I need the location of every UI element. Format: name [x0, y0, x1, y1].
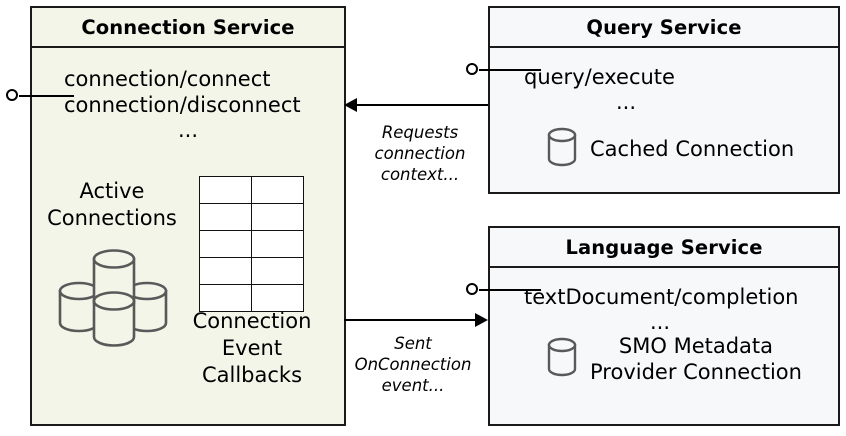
query-service-methods-ellipsis: ...: [616, 90, 637, 114]
table-cell: [251, 203, 304, 231]
sent-onconnection-event-label: Sent OnConnection event...: [340, 333, 486, 396]
sent-label-line1: Sent: [394, 334, 432, 353]
query-service-component[interactable]: Query Service query/execute ...: [488, 6, 840, 194]
requests-label-line3: context...: [380, 165, 460, 184]
requests-label-line2: connection: [374, 144, 466, 163]
method-connection-connect: connection/connect: [64, 67, 271, 91]
smo-metadata-caption-line2: Provider Connection: [590, 360, 802, 384]
sent-label-line2: OnConnection: [354, 355, 472, 374]
query-service-body: query/execute ...: [490, 46, 838, 192]
connection-service-method-list: connection/connect connection/disconnect…: [32, 46, 344, 142]
sent-onconnection-event-arrow-line: [344, 319, 476, 321]
table-cell: [251, 230, 304, 258]
table-row: [199, 203, 304, 231]
table-row: [199, 284, 304, 312]
smo-metadata-caption: SMO Metadata Provider Connection: [590, 333, 802, 385]
active-connections-label: Active Connections: [36, 178, 188, 232]
language-service-methods-ellipsis: ...: [650, 310, 671, 334]
requests-connection-context-label: Requests connection context...: [352, 122, 488, 185]
callbacks-label-line2: Event: [221, 336, 283, 360]
language-service-provided-interface-lollipop-icon[interactable]: [466, 283, 546, 297]
query-service-title: Query Service: [490, 8, 838, 48]
lollipop-stem: [479, 69, 541, 71]
table-cell: [199, 176, 252, 204]
table-cell: [199, 284, 252, 312]
cached-connection-caption: Cached Connection: [590, 137, 795, 161]
method-connection-disconnect: connection/disconnect: [64, 93, 301, 117]
lollipop-stem: [19, 95, 74, 97]
method-query-execute: query/execute: [524, 65, 675, 89]
query-service-provided-interface-lollipop-icon[interactable]: [466, 63, 546, 77]
query-service-method-list: query/execute ...: [490, 46, 838, 114]
requests-connection-context-arrow-head-icon: [344, 98, 357, 112]
connection-event-callbacks-label: Connection Event Callbacks: [178, 308, 326, 389]
database-cylinder-icon: [545, 335, 579, 383]
language-service-method-list: textDocument/completion ...: [490, 266, 838, 334]
connection-service-methods-ellipsis: ...: [177, 118, 199, 142]
table-cell: [251, 176, 304, 204]
table-row: [199, 176, 304, 204]
connection-event-callbacks-table[interactable]: [199, 176, 304, 312]
sent-onconnection-event-arrow-head-icon: [475, 313, 488, 327]
table-row: [199, 230, 304, 258]
smo-metadata-provider-connection-artifact: SMO Metadata Provider Connection: [545, 333, 802, 385]
lollipop-ball-icon: [466, 283, 478, 295]
active-connections-label-line2: Connections: [47, 206, 177, 230]
table-cell: [199, 230, 252, 258]
sent-label-line3: event...: [381, 376, 445, 395]
connection-service-provided-interface-lollipop-icon[interactable]: [6, 89, 76, 103]
lollipop-ball-icon: [466, 63, 478, 75]
table-cell: [251, 257, 304, 285]
language-service-component[interactable]: Language Service textDocument/completion…: [488, 226, 840, 426]
table-row: [199, 257, 304, 285]
active-connections-label-line1: Active: [79, 179, 145, 203]
language-service-body: textDocument/completion ...: [490, 266, 838, 424]
table-cell: [251, 284, 304, 312]
requests-connection-context-arrow-line: [356, 104, 488, 106]
method-textdocument-completion: textDocument/completion: [524, 285, 799, 309]
database-cluster-icon: [52, 241, 174, 351]
requests-label-line1: Requests: [381, 123, 459, 142]
connection-service-title: Connection Service: [32, 8, 344, 48]
lollipop-stem: [479, 289, 541, 291]
callbacks-label-line3: Callbacks: [201, 363, 303, 387]
table-cell: [199, 203, 252, 231]
cached-connection-artifact: Cached Connection: [545, 125, 794, 173]
connection-service-body: connection/connect connection/disconnect…: [32, 46, 344, 424]
smo-metadata-caption-line1: SMO Metadata: [618, 334, 774, 358]
language-service-title: Language Service: [490, 228, 838, 268]
database-cylinder-icon: [545, 125, 579, 173]
callbacks-label-line1: Connection: [192, 309, 312, 333]
table-cell: [199, 257, 252, 285]
lollipop-ball-icon: [6, 89, 18, 101]
